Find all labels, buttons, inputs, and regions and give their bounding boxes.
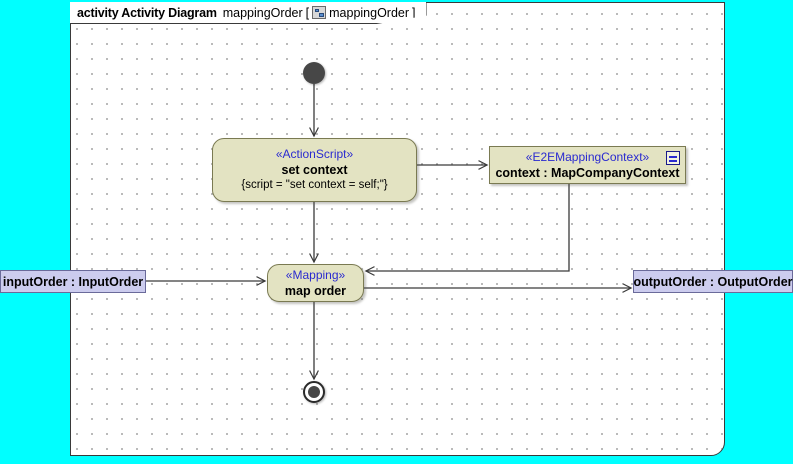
context-object-stereotype: «E2EMappingContext» [525, 149, 650, 164]
activity-diagram-frame [70, 2, 725, 456]
set-context-stereotype: «ActionScript» [275, 147, 354, 161]
action-node-set-context[interactable]: «ActionScript» set context {script = "se… [212, 138, 417, 202]
map-order-name: map order [284, 283, 347, 298]
frame-title-name: mappingOrder [222, 5, 303, 20]
frame-title-qualified-name: mappingOrder [329, 5, 410, 20]
set-context-name: set context [281, 163, 348, 177]
initial-node[interactable] [303, 62, 325, 84]
input-pin-input-order[interactable]: inputOrder : InputOrder [0, 270, 146, 293]
frame-title-keyword: activity Activity Diagram [77, 5, 217, 20]
grid-dot-pattern [71, 3, 724, 455]
map-order-stereotype: «Mapping» [285, 267, 346, 282]
object-node-context[interactable]: «E2EMappingContext» context : MapCompany… [489, 146, 686, 184]
action-node-map-order[interactable]: «Mapping» map order [267, 264, 364, 302]
activity-diagram-icon [312, 6, 327, 19]
frame-title-bracket-open: [ [305, 5, 310, 20]
object-node-icon [666, 151, 680, 165]
frame-title-bracket-close: ] [412, 5, 416, 20]
diagram-frame-title: activity Activity Diagram mappingOrder [… [70, 2, 427, 24]
context-object-name: context : MapCompanyContext [495, 165, 680, 180]
activity-final-node[interactable] [303, 381, 325, 403]
set-context-script: {script = "set context = self;"} [241, 179, 388, 191]
output-pin-output-order[interactable]: outputOrder : OutputOrder [633, 270, 793, 293]
